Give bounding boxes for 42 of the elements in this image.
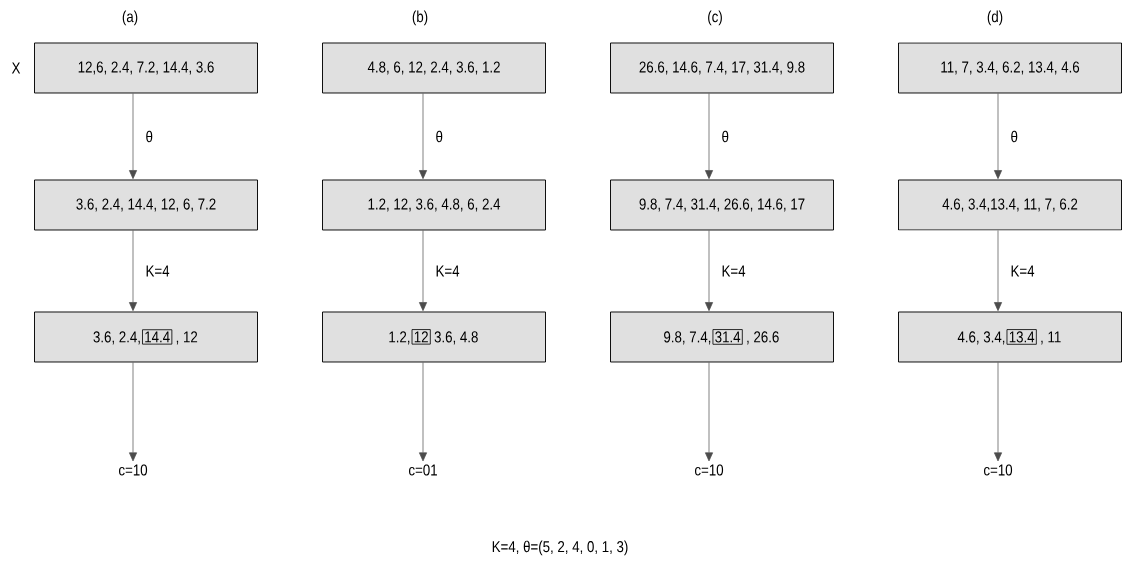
arrow	[129, 93, 137, 179]
arrow	[994, 362, 1002, 462]
arrow	[419, 362, 427, 462]
edge-label: θ	[1011, 130, 1018, 143]
arrow	[705, 93, 713, 179]
value-box: 3.6, 2.4, 14.4, 12, 6, 7.2	[34, 179, 258, 231]
highlight-box: 31.4	[712, 329, 743, 345]
arrow	[994, 93, 1002, 179]
highlight-box: 14.4	[142, 329, 173, 345]
edge-label: θ	[722, 130, 729, 143]
result-text: c=01	[409, 464, 437, 476]
result-text: c=10	[119, 464, 148, 476]
panel-label: (d)	[987, 10, 1003, 26]
panel-label: (c)	[708, 10, 722, 26]
arrow	[129, 362, 137, 462]
value-box: 9.8, 7.4, 31.4, 26.6, 14.6, 17	[610, 179, 834, 231]
edge-label: K=4	[722, 265, 746, 277]
arrow	[419, 230, 427, 311]
arrow	[419, 93, 427, 179]
edge-label: θ	[146, 130, 153, 143]
highlight-box: 13.4	[1006, 329, 1037, 345]
edge-label: K=4	[436, 265, 460, 277]
value-box: 11, 7, 3.4, 6.2, 13.4, 4.6	[898, 42, 1122, 94]
result-text: c=10	[695, 464, 724, 476]
arrow	[994, 230, 1002, 311]
panel-label: (b)	[412, 10, 428, 26]
side-label: X	[11, 62, 21, 74]
arrow	[705, 362, 713, 462]
value-box: 4.6, 3.4,13.4, 11, 7, 6.2	[898, 179, 1122, 231]
value-box: 12,6, 2.4, 7.2, 14.4, 3.6	[34, 42, 258, 94]
highlight-box: 12	[411, 329, 431, 345]
edge-label: K=4	[146, 265, 170, 277]
result-text: c=10	[984, 464, 1013, 476]
value-box: 4.8, 6, 12, 2.4, 3.6, 1.2	[322, 42, 546, 94]
value-box: 1.2, 12, 3.6, 4.8, 6, 2.4	[322, 179, 546, 231]
edge-label: θ	[436, 130, 443, 143]
caption: K=4, θ=(5, 2, 4, 0, 1, 3)	[492, 540, 628, 556]
value-box: 26.6, 14.6, 7.4, 17, 31.4, 9.8	[610, 42, 834, 94]
panel-label: (a)	[122, 10, 138, 26]
arrow	[705, 230, 713, 311]
edge-label: K=4	[1011, 265, 1035, 277]
arrow	[129, 230, 137, 311]
